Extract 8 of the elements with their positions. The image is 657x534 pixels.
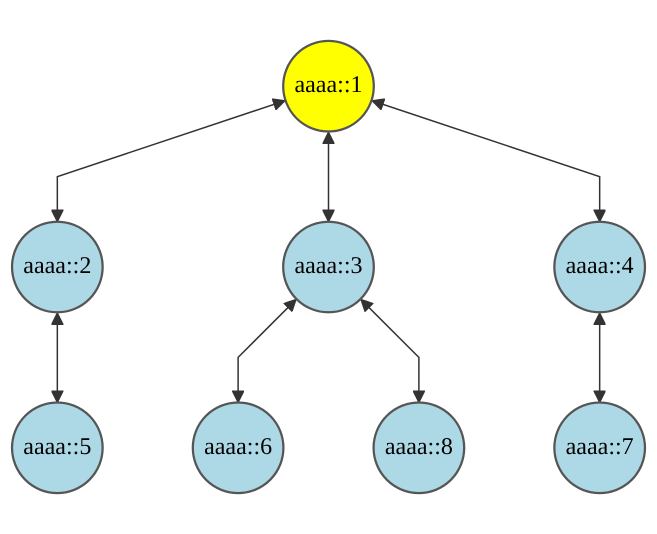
ellipse-node: aaaa::4	[553, 220, 646, 314]
ellipse-node: aaaa::5	[10, 401, 104, 494]
ellipse-node: aaaa::2	[10, 220, 104, 314]
ellipse-node: aaaa::3	[282, 220, 375, 314]
ellipse-node: aaaa::8	[372, 401, 466, 494]
ellipse-node: aaaa::6	[192, 401, 285, 494]
ellipse-node: aaaa::1	[282, 40, 375, 133]
ellipse-node: aaaa::7	[553, 401, 646, 494]
